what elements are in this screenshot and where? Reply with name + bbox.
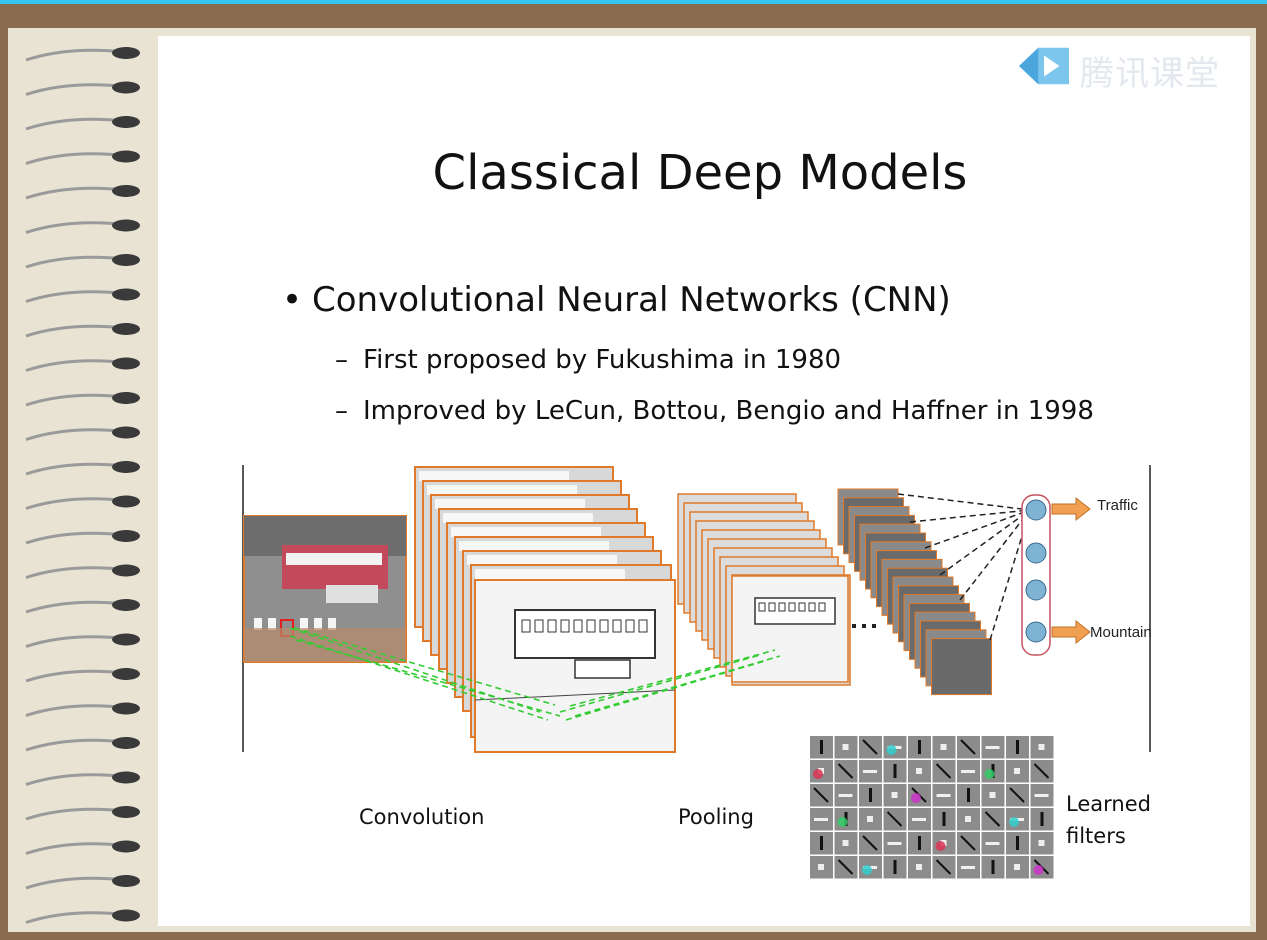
filter-cell xyxy=(932,808,956,831)
ellipsis-dots xyxy=(852,624,876,628)
filter-cell xyxy=(810,736,833,759)
slide-title: Classical Deep Models xyxy=(432,145,968,201)
filter-cell xyxy=(981,808,1005,831)
filter-cell xyxy=(1006,784,1029,807)
filter-cell xyxy=(908,832,931,855)
filter-cell xyxy=(1006,760,1029,783)
subbullet-fukushima: –First proposed by Fukushima in 1980 xyxy=(335,345,841,375)
filter-cell xyxy=(810,808,833,831)
filter-cell xyxy=(957,808,980,831)
filter-cell xyxy=(908,760,931,783)
slide-page xyxy=(158,36,1250,926)
output-layer xyxy=(1021,494,1051,656)
filter-cell xyxy=(908,808,931,831)
bullet-cnn: •Convolutional Neural Networks (CNN) xyxy=(282,280,951,320)
logo-text: 腾讯课堂 xyxy=(1080,54,1220,94)
filter-cell xyxy=(981,784,1005,807)
filter-cell xyxy=(1030,784,1054,807)
dash-marker: – xyxy=(335,396,348,426)
filter-cell xyxy=(957,784,980,807)
filter-cell xyxy=(834,736,858,759)
output-label-mountain: Mountain xyxy=(1090,624,1152,641)
filter-cell xyxy=(859,760,882,783)
feature-map-front xyxy=(474,579,676,753)
filter-cell xyxy=(834,808,858,831)
filter-cell xyxy=(908,856,931,879)
filter-cell xyxy=(1006,832,1029,855)
filter-cell xyxy=(859,832,882,855)
deep-feature-maps xyxy=(837,488,992,696)
subbullet-lecun: –Improved by LeCun, Bottou, Bengio and H… xyxy=(335,396,1094,426)
caption-convolution: Convolution xyxy=(359,805,485,829)
filter-cell xyxy=(908,784,931,807)
filter-cell xyxy=(932,736,956,759)
spiral-binding xyxy=(25,47,140,924)
top-accent-bar xyxy=(0,0,1267,4)
bullet-text: Convolutional Neural Networks (CNN) xyxy=(312,280,951,320)
dash-marker: – xyxy=(335,345,348,375)
filter-cell xyxy=(1030,736,1054,759)
filter-cell xyxy=(957,832,980,855)
filter-cell xyxy=(834,784,858,807)
filter-cell xyxy=(1006,856,1029,879)
filter-cell xyxy=(883,808,907,831)
filter-cell xyxy=(932,760,956,783)
filter-cell xyxy=(957,856,980,879)
caption-pooling: Pooling xyxy=(678,805,754,829)
learned-filters-grid xyxy=(810,736,1054,879)
watermark: https://blog.csdn.net/Magic_o xyxy=(1036,910,1206,925)
fc-connections xyxy=(897,493,1031,641)
filter-cell xyxy=(810,856,833,879)
subbullet-text: First proposed by Fukushima in 1980 xyxy=(363,345,842,375)
filter-cell xyxy=(883,736,907,759)
filter-cell xyxy=(981,736,1005,759)
filter-cell xyxy=(1006,808,1029,831)
filter-cell xyxy=(1006,736,1029,759)
output-label-traffic: Traffic xyxy=(1097,497,1138,514)
filter-cell xyxy=(957,736,980,759)
pooling-feature-maps xyxy=(677,493,851,686)
subbullet-text: Improved by LeCun, Bottou, Bengio and Ha… xyxy=(363,396,1094,426)
filter-cell xyxy=(883,784,907,807)
tencent-classroom-logo-icon xyxy=(1019,47,1069,85)
filter-cell xyxy=(834,760,858,783)
filter-cell xyxy=(883,856,907,879)
filter-cell xyxy=(1030,760,1054,783)
filter-cell xyxy=(981,760,1005,783)
filter-cell xyxy=(810,760,833,783)
filter-cell xyxy=(932,832,956,855)
filter-cell xyxy=(1030,856,1054,879)
filter-cell xyxy=(834,832,858,855)
filter-cell xyxy=(883,760,907,783)
filter-cell xyxy=(883,832,907,855)
filter-cell xyxy=(1030,832,1054,855)
filter-cell xyxy=(981,832,1005,855)
bullet-marker: • xyxy=(282,280,303,320)
filter-cell xyxy=(932,856,956,879)
receptive-field-lines xyxy=(289,627,781,721)
caption-learned-filters: Learned filters xyxy=(1066,792,1151,848)
filter-cell xyxy=(859,856,882,879)
filter-cell xyxy=(981,856,1005,879)
filter-cell xyxy=(859,808,882,831)
input-image xyxy=(243,515,407,663)
filter-cell xyxy=(859,736,882,759)
filter-cell xyxy=(859,784,882,807)
filter-cell xyxy=(908,736,931,759)
filter-cell xyxy=(810,784,833,807)
convolution-feature-maps xyxy=(414,466,676,753)
filter-cell xyxy=(932,784,956,807)
deep-map xyxy=(931,638,992,696)
filter-cell xyxy=(957,760,980,783)
filter-cell xyxy=(834,856,858,879)
output-arrows xyxy=(1051,496,1091,645)
filter-cell xyxy=(810,832,833,855)
filter-cell xyxy=(1030,808,1054,831)
